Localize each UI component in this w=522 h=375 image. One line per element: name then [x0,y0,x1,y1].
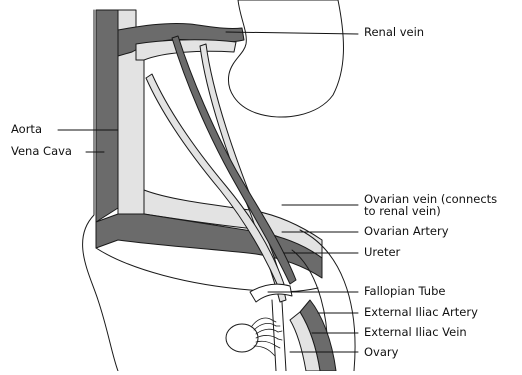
label-vena-cava: Vena Cava [11,145,72,157]
label-fallopian-tube: Fallopian Tube [364,285,445,297]
label-external-iliac-vein: External Iliac Vein [364,326,467,338]
renal-artery-vessel [136,40,236,60]
lower-vessel-lines [272,300,286,371]
label-ovarian-artery: Ovarian Artery [364,225,449,237]
label-renal-vein: Renal vein [364,26,424,38]
label-ovary: Ovary [364,346,398,358]
label-ureter: Ureter [364,246,400,258]
ovary-shape [226,324,258,352]
label-ovarian-vein-line2: to renal vein) [364,206,441,217]
vena-cava-vessel [96,10,118,222]
kidney-shape [228,0,343,117]
label-aorta: Aorta [11,123,42,135]
label-external-iliac-artery: External Iliac Artery [364,306,478,318]
